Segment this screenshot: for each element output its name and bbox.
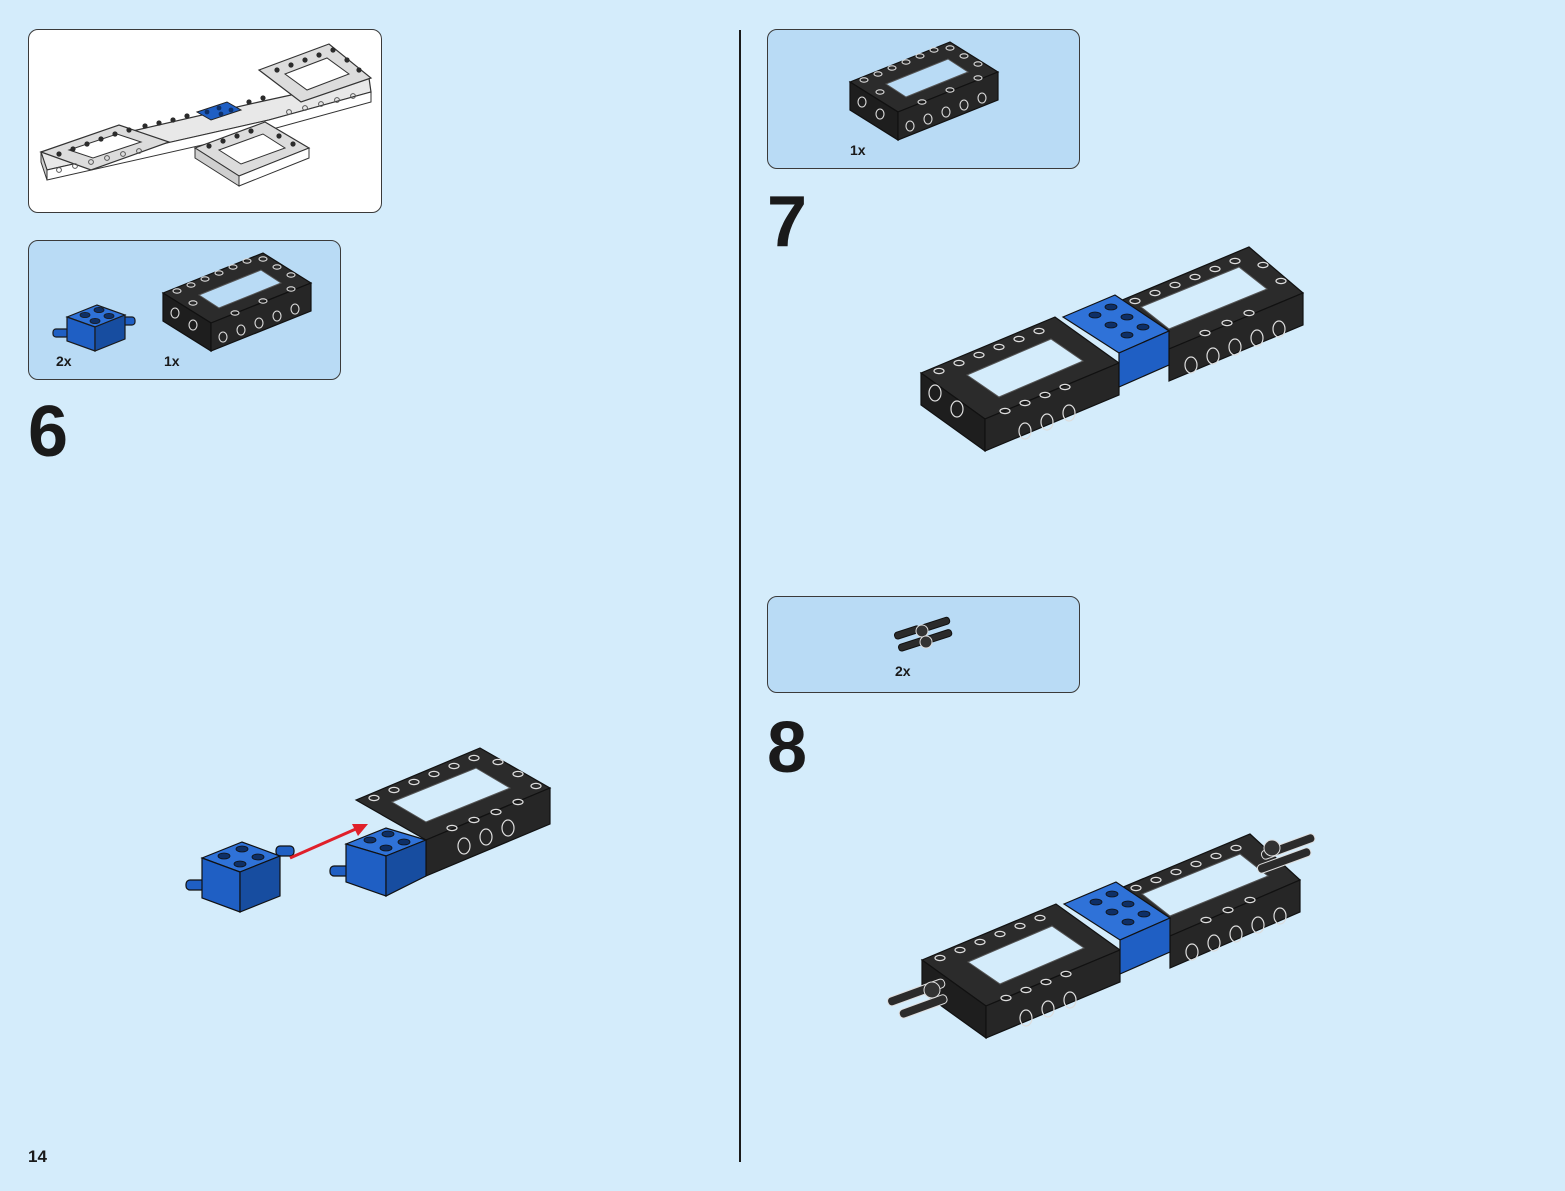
step6-parts-callout: 2x 1x <box>28 240 341 380</box>
step7-part1-qty: 1x <box>850 142 866 158</box>
overview-model-illustration <box>39 43 373 187</box>
step7-number: 7 <box>767 182 808 262</box>
overview-callout <box>28 29 382 213</box>
blue-pin-brick-icon <box>52 304 136 352</box>
black-frame-icon <box>848 41 1000 142</box>
black-frame-icon <box>161 252 313 353</box>
step8-part1-qty: 2x <box>895 663 911 679</box>
step8-number: 8 <box>767 708 808 788</box>
step7-parts-callout: 1x <box>767 29 1080 169</box>
step6-assembly-illustration <box>185 747 552 913</box>
page-number: 14 <box>28 1147 47 1166</box>
step6-number: 6 <box>28 392 69 472</box>
page-divider <box>739 30 741 1162</box>
step7-assembly-illustration <box>919 246 1305 453</box>
axle-connector-icon <box>893 616 953 652</box>
step6-part1-qty: 2x <box>56 353 72 369</box>
step6-part2-qty: 1x <box>164 353 180 369</box>
step8-assembly-illustration <box>887 833 1316 1040</box>
step8-parts-callout: 2x <box>767 596 1080 693</box>
